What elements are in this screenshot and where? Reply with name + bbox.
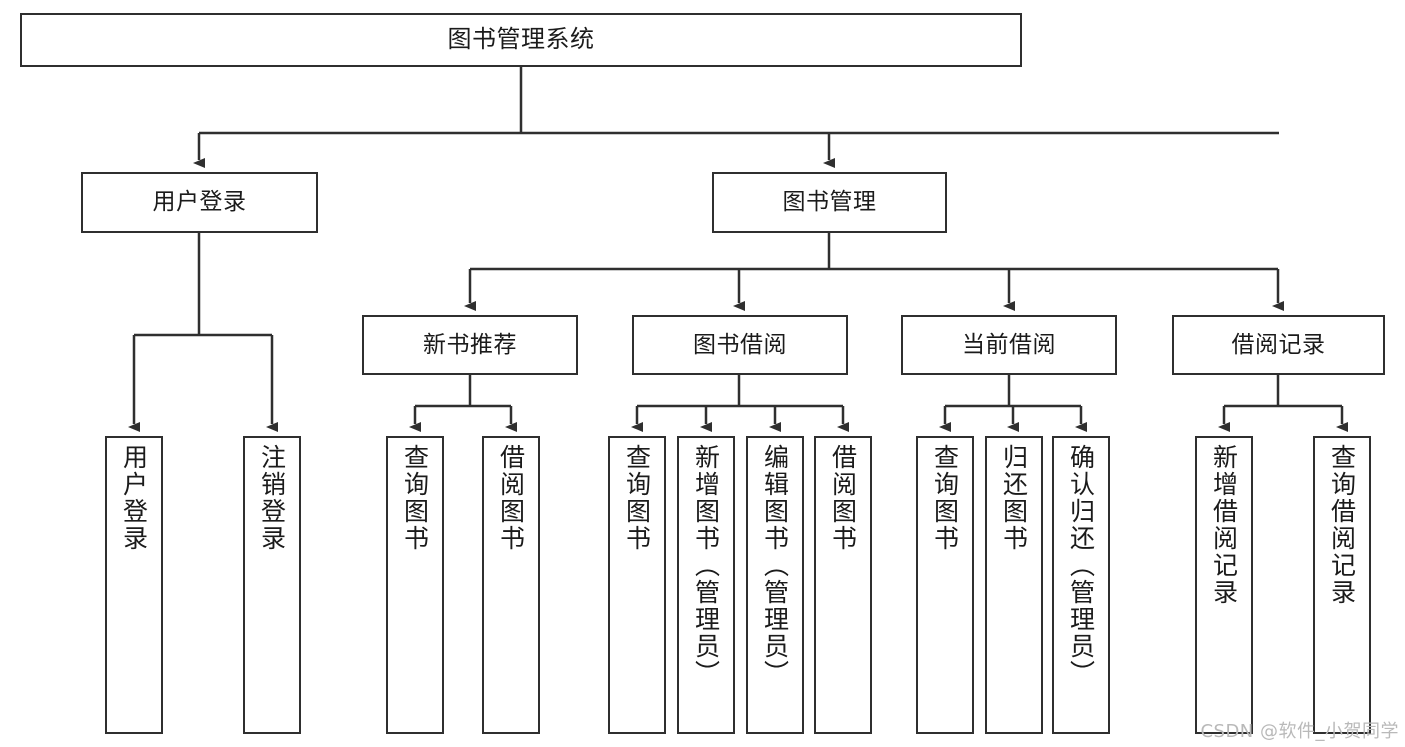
leaf-query-book-2-label: 查询图书 — [622, 444, 652, 552]
leaf-confirm-return[interactable]: 确认归还（管理员） — [1052, 436, 1110, 734]
node-user-login-label: 用户登录 — [152, 189, 247, 216]
leaf-user-login[interactable]: 用户登录 — [105, 436, 163, 734]
leaf-add-record-label: 新增借阅记录 — [1209, 444, 1239, 606]
node-borrow-record[interactable]: 借阅记录 — [1172, 315, 1385, 375]
leaf-logout[interactable]: 注销登录 — [243, 436, 301, 734]
node-root[interactable]: 图书管理系统 — [20, 13, 1022, 67]
leaf-borrow-book-1-label: 借阅图书 — [496, 444, 526, 552]
leaf-query-book-3[interactable]: 查询图书 — [916, 436, 974, 734]
leaf-user-login-label: 用户登录 — [119, 444, 149, 552]
leaf-query-book-2[interactable]: 查询图书 — [608, 436, 666, 734]
leaf-query-book-1[interactable]: 查询图书 — [386, 436, 444, 734]
leaf-borrow-book-2-label: 借阅图书 — [828, 444, 858, 552]
node-root-label: 图书管理系统 — [447, 25, 595, 54]
node-new-book-recommend[interactable]: 新书推荐 — [362, 315, 578, 375]
node-current-borrow-label: 当前借阅 — [962, 331, 1056, 358]
node-book-manage-label: 图书管理 — [782, 189, 877, 216]
leaf-borrow-book-2[interactable]: 借阅图书 — [814, 436, 872, 734]
node-borrow-record-label: 借阅记录 — [1231, 331, 1326, 358]
node-new-book-recommend-label: 新书推荐 — [423, 331, 517, 358]
leaf-edit-book[interactable]: 编辑图书（管理员） — [746, 436, 804, 734]
node-book-borrow-label: 图书借阅 — [693, 331, 787, 358]
leaf-edit-book-label: 编辑图书（管理员） — [760, 444, 790, 687]
leaf-query-record[interactable]: 查询借阅记录 — [1313, 436, 1371, 734]
leaf-confirm-return-label: 确认归还（管理员） — [1066, 444, 1096, 687]
leaf-borrow-book-1[interactable]: 借阅图书 — [482, 436, 540, 734]
node-current-borrow[interactable]: 当前借阅 — [901, 315, 1117, 375]
leaf-logout-label: 注销登录 — [257, 444, 287, 552]
csdn-watermark: CSDN @软件_小贺同学 — [1200, 721, 1399, 742]
leaf-add-book[interactable]: 新增图书（管理员） — [677, 436, 735, 734]
node-book-borrow[interactable]: 图书借阅 — [632, 315, 848, 375]
leaf-query-book-3-label: 查询图书 — [930, 444, 960, 552]
leaf-return-book-label: 归还图书 — [999, 444, 1029, 552]
node-book-manage[interactable]: 图书管理 — [712, 172, 947, 233]
node-user-login[interactable]: 用户登录 — [81, 172, 318, 233]
leaf-query-record-label: 查询借阅记录 — [1327, 444, 1357, 606]
leaf-add-book-label: 新增图书（管理员） — [691, 444, 721, 687]
leaf-add-record[interactable]: 新增借阅记录 — [1195, 436, 1253, 734]
leaf-return-book[interactable]: 归还图书 — [985, 436, 1043, 734]
leaf-query-book-1-label: 查询图书 — [400, 444, 430, 552]
